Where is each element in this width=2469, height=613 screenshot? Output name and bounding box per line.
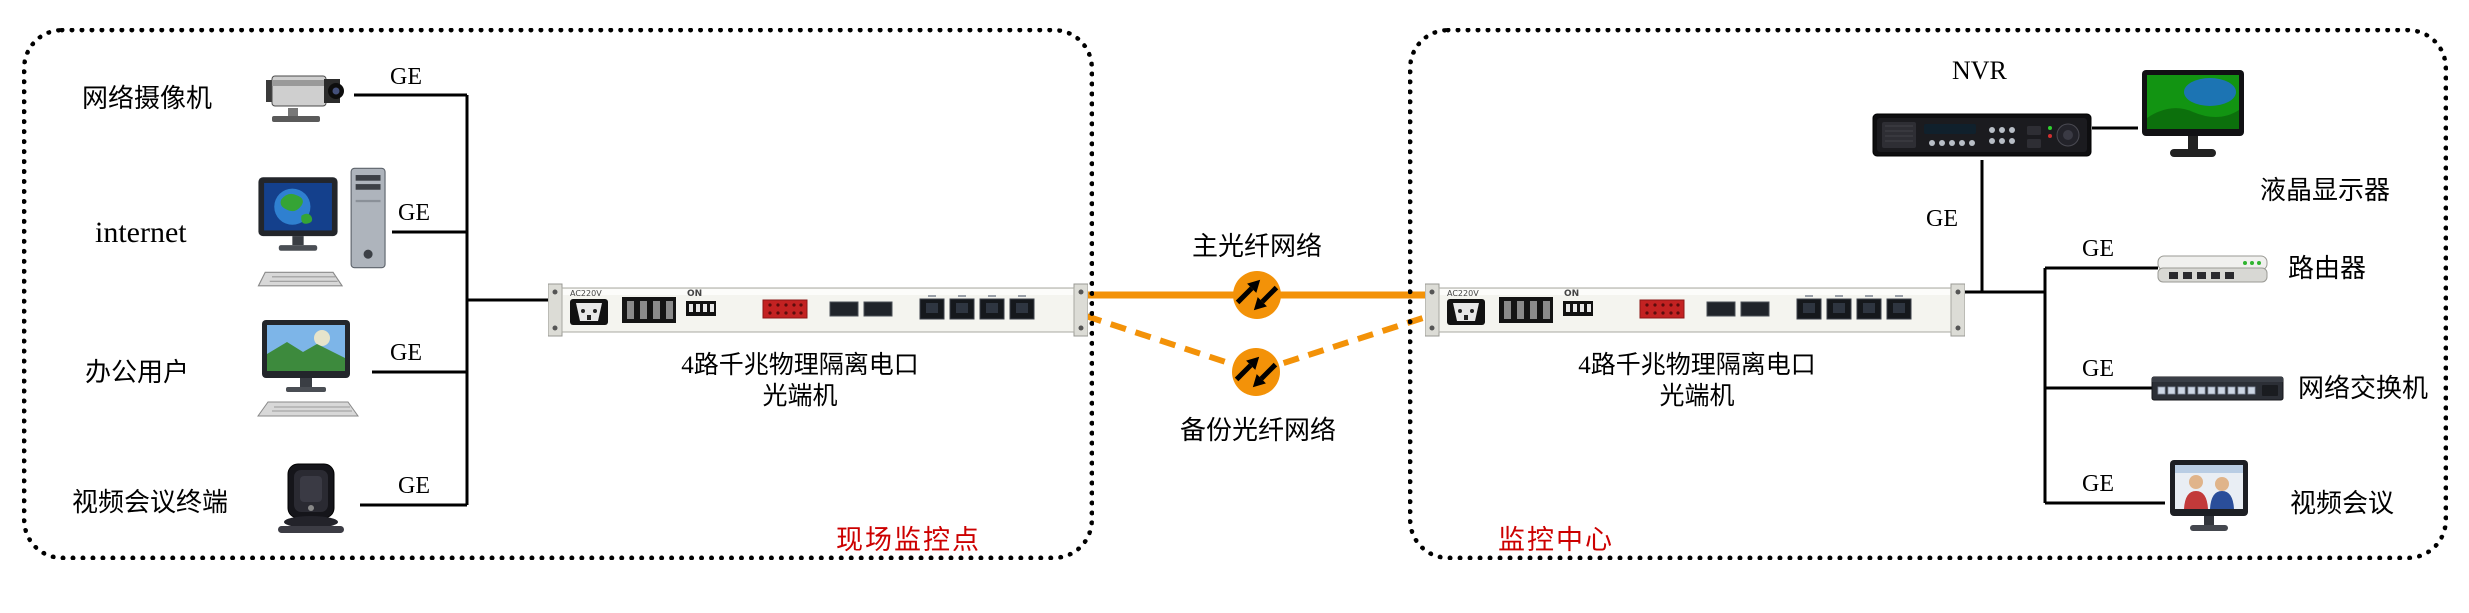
label-internet: internet [95, 216, 187, 249]
left-region-label: 现场监控点 [836, 525, 981, 555]
label-video-conference: 视频会议 [2290, 489, 2395, 518]
internet-pc-icon [256, 166, 392, 296]
office-user-icon [252, 318, 372, 423]
left-converter-dip-print: ON [687, 289, 703, 299]
backup-fiber-label: 备份光纤网络 [1180, 416, 1337, 445]
label-lcd-monitor: 液晶显示器 [2260, 176, 2391, 205]
lcd-monitor-icon [2138, 68, 2248, 168]
right-converter-power-print: AC220V [1447, 289, 1479, 298]
left-converter-title: 4路千兆物理隔离电口 光端机 [608, 350, 992, 412]
primary-fiber-label: 主光纤网络 [1192, 232, 1323, 261]
label-network-camera: 网络摄像机 [82, 84, 213, 113]
ge-label-nvr: GE [1926, 206, 1958, 232]
network-camera-icon [258, 64, 354, 130]
right-converter-title-line1: 4路千兆物理隔离电口 [1578, 352, 1816, 379]
right-converter-title: 4路千兆物理隔离电口 光端机 [1505, 350, 1889, 412]
label-video-terminal: 视频会议终端 [72, 488, 229, 517]
ge-label-internet: GE [398, 200, 430, 226]
right-converter-dip-print: ON [1564, 289, 1580, 299]
center-region-box [1408, 28, 2448, 560]
right-converter-icon [1425, 283, 1965, 337]
label-nvr: NVR [1952, 56, 2007, 85]
ge-label-terminal: GE [398, 473, 430, 499]
label-router: 路由器 [2288, 254, 2367, 283]
nvr-icon [1872, 110, 2092, 160]
fiber-link-backup [1085, 313, 1430, 376]
site-region-box [22, 28, 1094, 560]
left-converter-title-line1: 4路千兆物理隔离电口 [681, 352, 919, 379]
fiber-coupler-icon-backup [1230, 346, 1282, 398]
label-switch: 网络交换机 [2298, 374, 2429, 403]
ge-label-video-conference: GE [2082, 471, 2114, 497]
label-office-users: 办公用户 [85, 358, 190, 387]
right-region-label: 监控中心 [1498, 525, 1614, 555]
switch-icon [2150, 371, 2285, 406]
video-conference-icon [2162, 458, 2257, 550]
ge-label-router: GE [2082, 236, 2114, 262]
router-icon [2155, 244, 2270, 292]
left-converter-title-line2: 光端机 [762, 383, 838, 410]
ge-label-camera: GE [390, 64, 422, 90]
video-terminal-icon [260, 458, 360, 543]
left-converter-icon [548, 283, 1088, 337]
ge-label-switch: GE [2082, 356, 2114, 382]
left-converter-power-print: AC220V [570, 289, 602, 298]
ge-label-office: GE [390, 340, 422, 366]
fiber-coupler-icon-primary [1231, 269, 1283, 321]
right-converter-title-line2: 光端机 [1659, 383, 1735, 410]
